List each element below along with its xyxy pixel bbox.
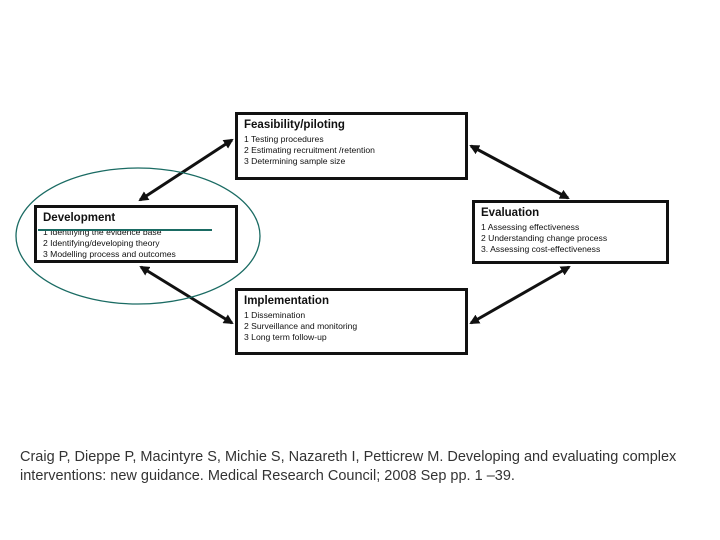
node-item: 2 Surveillance and monitoring xyxy=(244,321,358,331)
node-item: 1 Testing procedures xyxy=(244,134,324,144)
node-item: 3 Long term follow-up xyxy=(244,332,327,342)
node-title: Implementation xyxy=(244,295,329,307)
node-title: Evaluation xyxy=(481,207,540,219)
node-item: 1 Assessing effectiveness xyxy=(481,222,580,232)
arrow-feasibility-evaluation xyxy=(469,144,570,200)
arrow-implementation-development xyxy=(139,265,234,325)
citation-text: Craig P, Dieppe P, Macintyre S, Michie S… xyxy=(20,449,677,484)
node-item: 3 Modelling process and outcomes xyxy=(43,249,176,259)
node-item: 2 Understanding change process xyxy=(481,233,608,243)
node-title: Feasibility/piloting xyxy=(244,119,345,131)
node-evaluation: Evaluation 1 Assessing effectiveness 2 U… xyxy=(472,200,669,264)
node-development: Development 1 Identifying the evidence b… xyxy=(34,205,238,263)
node-title: Development xyxy=(43,212,116,224)
node-item: 3. Assessing cost-effectiveness xyxy=(481,244,601,254)
node-implementation: Implementation 1 Dissemination 2 Surveil… xyxy=(235,288,468,355)
arrow-development-feasibility xyxy=(138,138,234,202)
node-item: 2 Estimating recruitment /retention xyxy=(244,145,375,155)
arrow-evaluation-implementation xyxy=(469,265,571,325)
node-item: 1 Identifying the evidence base xyxy=(43,227,162,237)
node-item: 2 Identifying/developing theory xyxy=(43,238,160,248)
node-feasibility: Feasibility/piloting 1 Testing procedure… xyxy=(235,112,468,180)
node-item: 1 Dissemination xyxy=(244,310,306,320)
node-item: 3 Determining sample size xyxy=(244,156,346,166)
highlight-ellipse xyxy=(15,167,261,305)
